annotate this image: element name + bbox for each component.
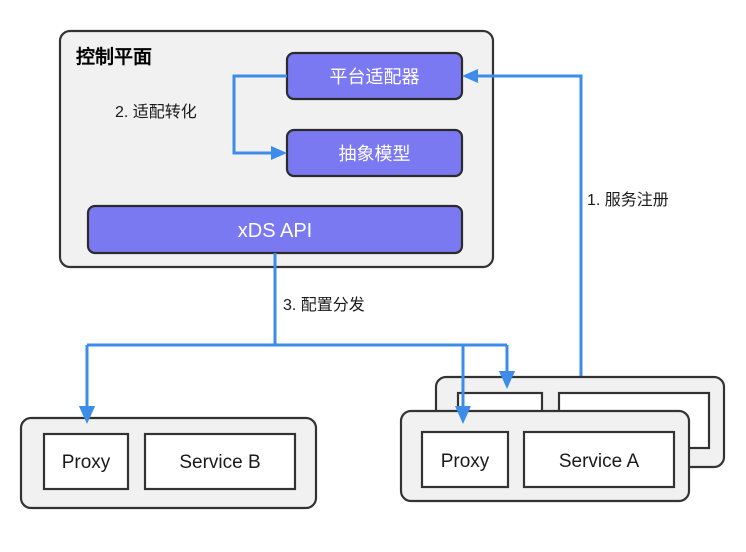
proxy-b-label: Proxy	[62, 452, 111, 473]
step1-arrowhead	[462, 69, 478, 83]
control-plane-title: 控制平面	[76, 45, 152, 68]
service-b-box[interactable]	[143, 432, 297, 491]
xds-api-label: xDS API	[238, 220, 312, 242]
step3-arrowhead-right-back-overlay	[499, 371, 515, 389]
service-b-label: Service B	[179, 452, 260, 473]
step3-label: 3. 配置分发	[283, 296, 365, 314]
platform-adapter-label: 平台适配器	[330, 67, 420, 87]
service-a-box[interactable]	[522, 430, 676, 489]
step3-arrowhead-right-front-overlay	[455, 406, 471, 424]
step1-connector-line	[476, 74, 583, 376]
step2-label: 2. 适配转化	[115, 103, 197, 121]
proxy-a-label: Proxy	[441, 451, 490, 472]
step2-arrowhead	[271, 146, 287, 160]
step2-connector-line	[232, 74, 287, 155]
abstract-model-label: 抽象模型	[339, 144, 411, 164]
proxy-a-box[interactable]	[420, 430, 510, 489]
service-a-label: Service A	[559, 451, 640, 472]
step3-arrowhead-left-overlay	[79, 406, 95, 424]
proxy-b-box[interactable]	[42, 432, 130, 491]
step1-label: 1. 服务注册	[587, 191, 669, 209]
